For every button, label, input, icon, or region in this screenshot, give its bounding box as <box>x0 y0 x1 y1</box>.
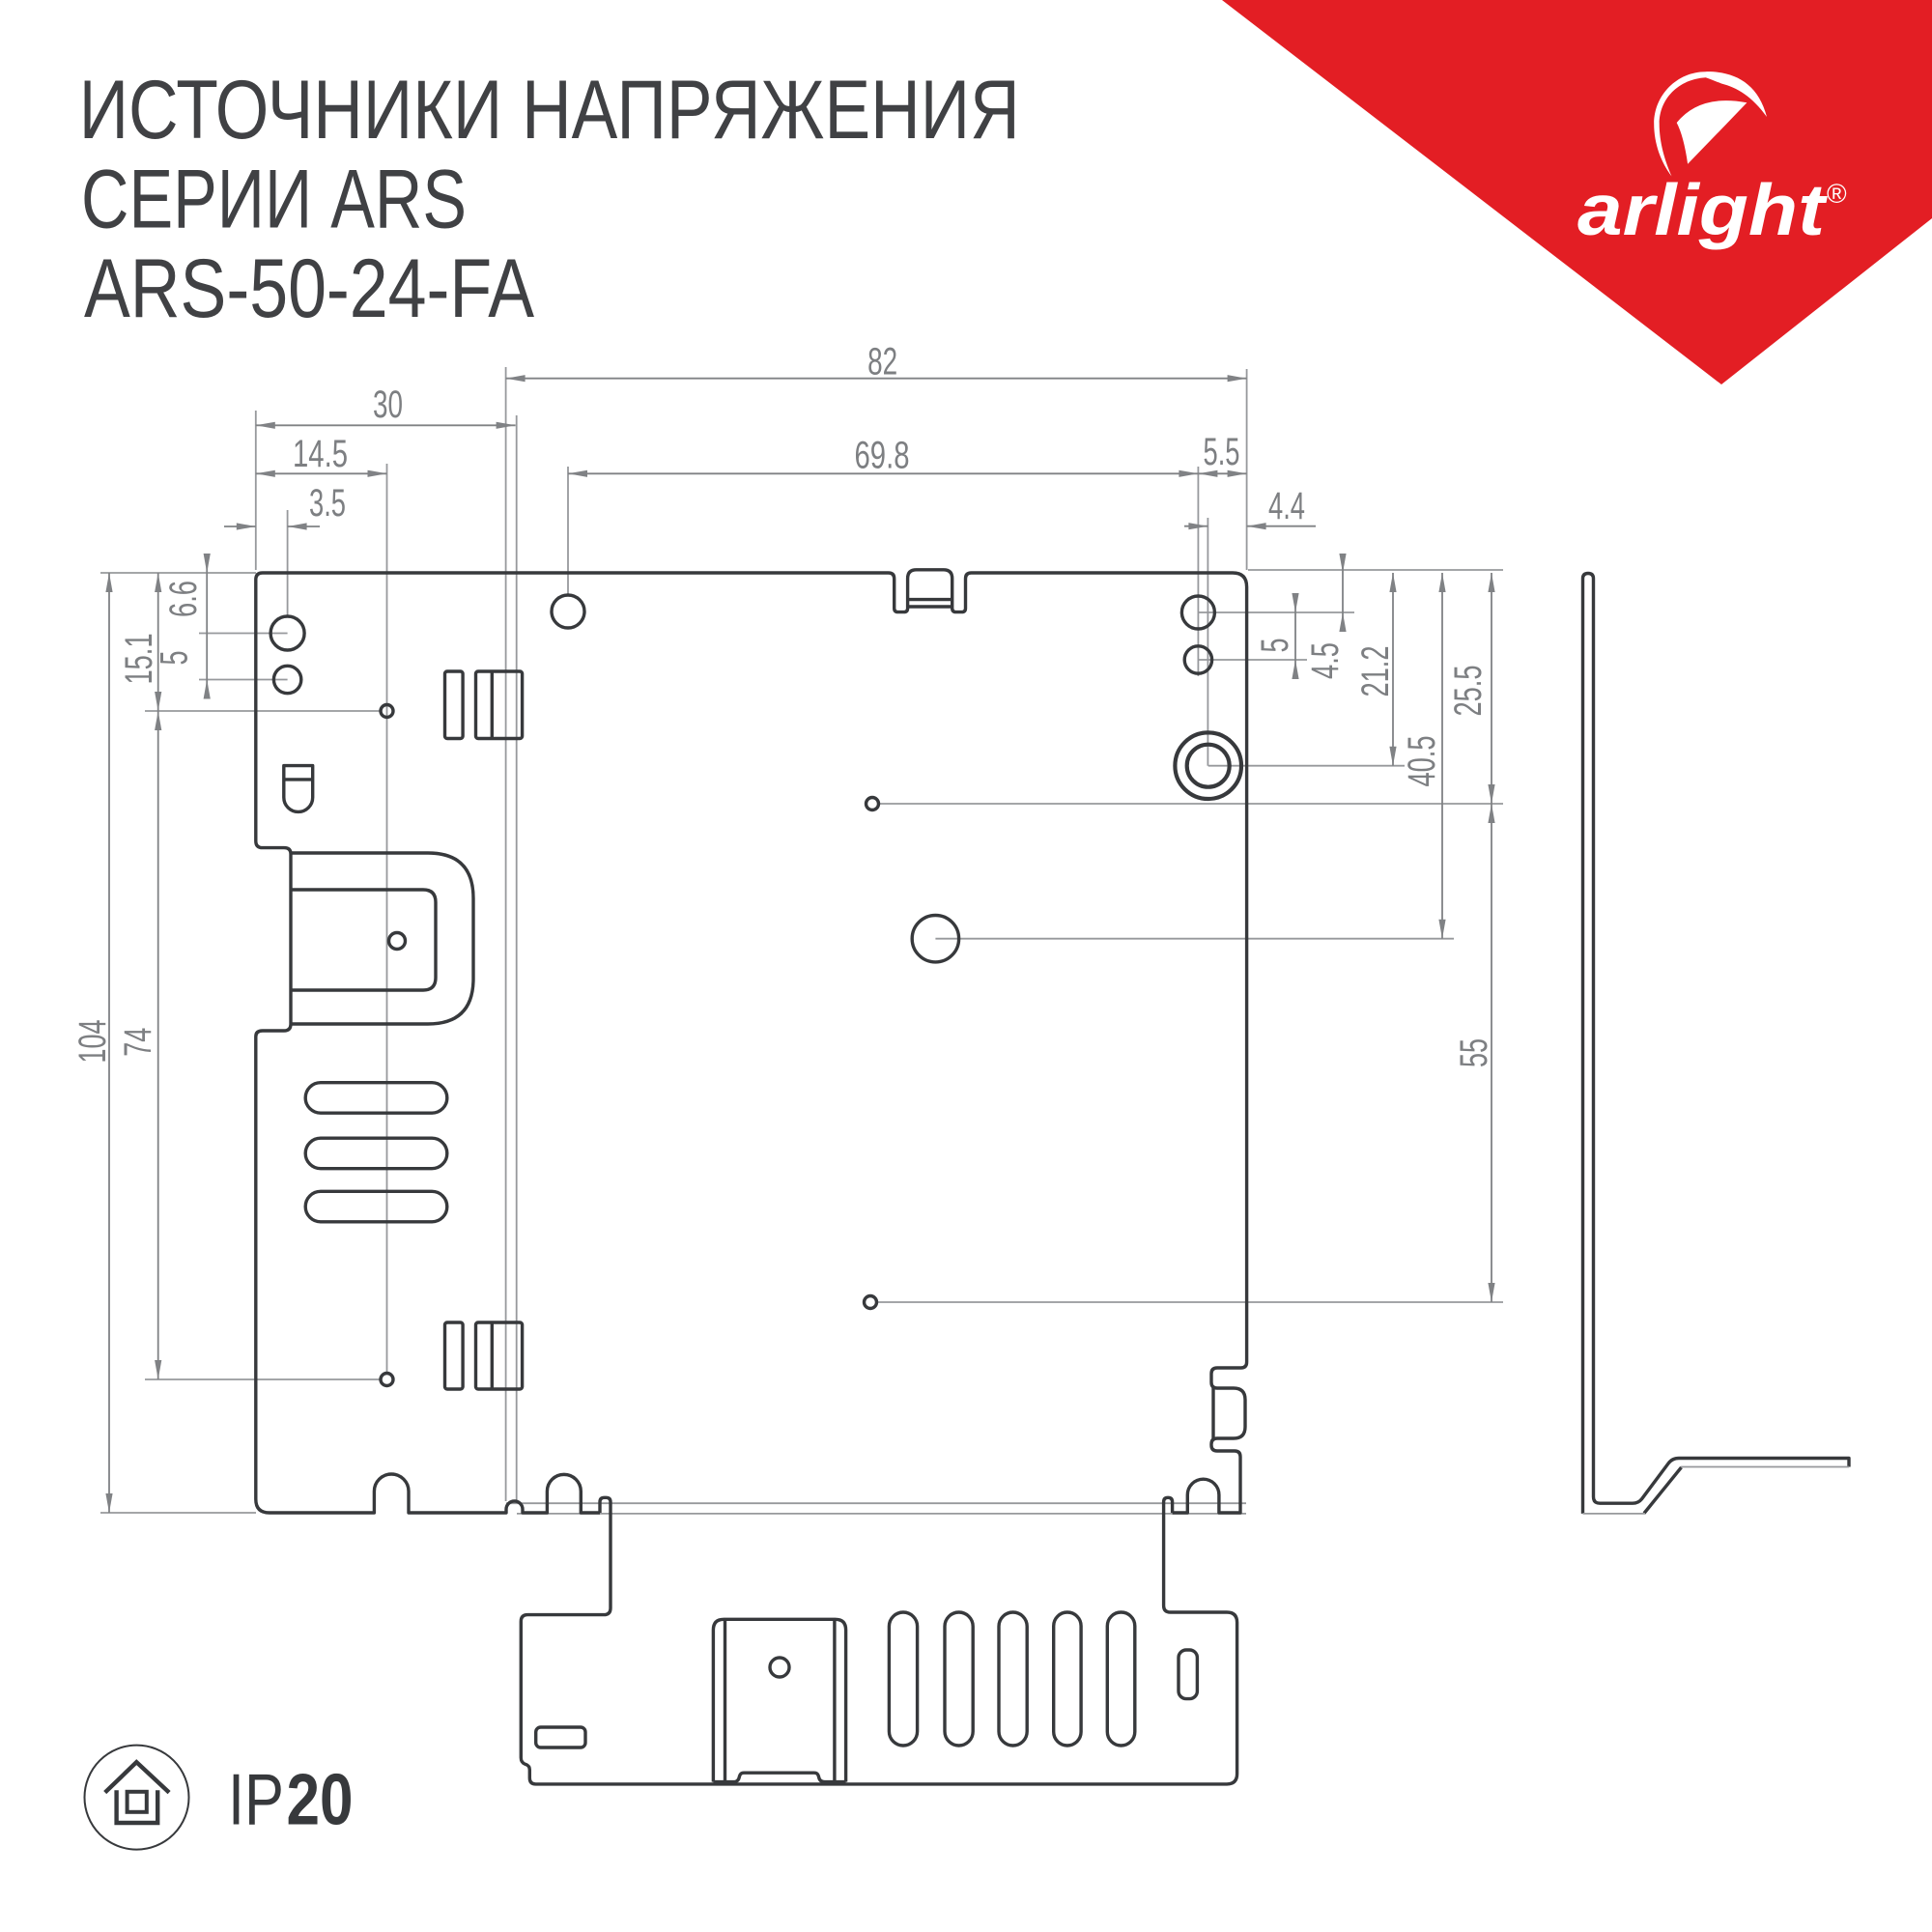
svg-text:74: 74 <box>117 1028 159 1057</box>
svg-text:15.1: 15.1 <box>118 634 160 685</box>
svg-text:ИСТОЧНИКИ НАПРЯЖЕНИЯ: ИСТОЧНИКИ НАПРЯЖЕНИЯ <box>79 64 1020 156</box>
svg-text:arlight: arlight <box>1577 169 1828 250</box>
svg-text:25.5: 25.5 <box>1447 666 1490 717</box>
svg-text:21.2: 21.2 <box>1354 646 1397 697</box>
svg-text:3.5: 3.5 <box>309 482 346 525</box>
svg-text:СЕРИИ ARS: СЕРИИ ARS <box>81 154 467 246</box>
svg-text:®: ® <box>1827 179 1847 209</box>
svg-text:55: 55 <box>1453 1038 1495 1067</box>
svg-text:4.5: 4.5 <box>1304 642 1347 679</box>
svg-text:IP: IP <box>228 1759 284 1840</box>
svg-text:20: 20 <box>287 1759 354 1840</box>
svg-text:30: 30 <box>373 384 403 426</box>
svg-text:ARS-50-24-FA: ARS-50-24-FA <box>84 242 535 335</box>
svg-text:14.5: 14.5 <box>293 433 348 475</box>
svg-text:5: 5 <box>154 651 196 666</box>
svg-text:5: 5 <box>1254 639 1296 653</box>
svg-text:104: 104 <box>71 1020 114 1064</box>
svg-text:4.4: 4.4 <box>1268 485 1305 527</box>
svg-text:5.5: 5.5 <box>1204 431 1240 473</box>
svg-text:6.6: 6.6 <box>162 581 205 617</box>
svg-text:69.8: 69.8 <box>855 435 910 477</box>
svg-text:82: 82 <box>867 341 897 384</box>
svg-text:40.5: 40.5 <box>1401 736 1443 787</box>
